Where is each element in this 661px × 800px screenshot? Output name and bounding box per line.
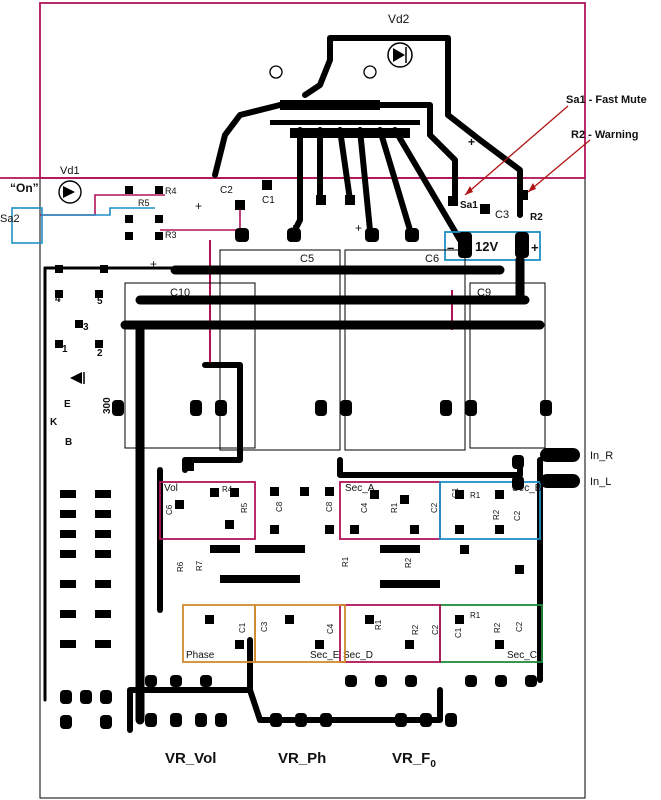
section-e: Sec_E	[310, 650, 340, 661]
plus-c3: +	[468, 135, 475, 149]
a-r1: R1	[390, 502, 399, 513]
section-boxes: Vol Sec_A Sec_B Sec_C Sec_D Sec_E Phase	[159, 481, 543, 663]
top-left-pads: + +	[235, 180, 419, 242]
power-bus-thin	[43, 266, 177, 702]
b-c1: C1	[451, 487, 460, 498]
b-r1: R1	[470, 491, 481, 500]
c8-b: C8	[325, 501, 334, 512]
c5-label: C5	[300, 253, 314, 265]
vr-ph-label: VR_Ph	[278, 750, 326, 767]
e-c4: C4	[326, 623, 335, 634]
a-c2: C2	[430, 502, 439, 513]
vd2-diode: Vd2	[269, 12, 413, 79]
num-2: 2	[97, 348, 103, 359]
top-traces	[212, 35, 523, 243]
a-r2-lower: R2	[404, 557, 413, 568]
section-b: Sec_B	[512, 483, 542, 494]
r4-label: R4	[165, 186, 177, 196]
label-k: K	[50, 417, 58, 428]
section-vol: Vol	[164, 483, 178, 494]
a-r1-lower: R1	[341, 556, 350, 567]
section-d: Sec_D	[343, 650, 373, 661]
d-r2: R2	[411, 624, 420, 635]
sa2-switch: Sa2	[0, 207, 155, 244]
num-3: 3	[83, 322, 89, 333]
sa1-label: Sa1	[460, 200, 478, 211]
num-1: 1	[62, 344, 68, 355]
in-l-label: In_L	[590, 476, 611, 488]
section-part-labels: R4 R5 C6 R6 R7 C8 C8 C4 R1 C2 C1 R1 R2 C…	[165, 485, 524, 638]
left-side-parts: 4 5 3 1 2 E K B 300	[50, 265, 113, 448]
r5-label: R5	[138, 198, 150, 208]
d-r1: R1	[374, 619, 383, 630]
plus-c5: +	[355, 221, 362, 235]
vd1-area: Vd1 “On”	[10, 165, 82, 204]
num-5: 5	[97, 296, 103, 307]
num-4: 4	[55, 294, 61, 305]
b-c2: C2	[513, 510, 522, 521]
pot-pads	[145, 713, 457, 727]
supply-12v: 12V – +	[444, 231, 541, 261]
e-c3: C3	[260, 621, 269, 632]
c10-label: C10	[170, 287, 190, 299]
phase-c1: C1	[238, 622, 247, 633]
big-cap-pads	[112, 400, 552, 416]
label-b: B	[65, 437, 72, 448]
r2-note: R2 - Warning	[571, 129, 638, 141]
section-a: Sec_A	[345, 483, 375, 494]
c1-label: C1	[262, 195, 275, 206]
c2-label: C2	[220, 185, 233, 196]
vd1-label: Vd1	[60, 165, 80, 177]
num-300: 300	[102, 397, 113, 414]
top-ic-pads	[270, 100, 420, 138]
section-phase: Phase	[186, 650, 215, 661]
vr-vol-label: VR_Vol	[165, 750, 216, 767]
c-r2: R2	[493, 622, 502, 633]
r-group-top-left: R4 R5 R3 C2 C1 +	[125, 185, 275, 240]
c8-a: C8	[275, 501, 284, 512]
supply-plus: +	[531, 240, 539, 255]
vol-r5: R5	[240, 502, 249, 513]
plus-c2: +	[195, 199, 202, 213]
label-e: E	[64, 399, 71, 410]
annotation-arrows: Sa1 - Fast Mute R2 - Warning	[464, 94, 647, 196]
vr-f0-label: VR_F0	[392, 750, 436, 770]
vol-r4: R4	[222, 485, 233, 494]
big-capacitors: C5 C6 C10 C9 +	[124, 249, 546, 451]
c-r1: R1	[470, 611, 481, 620]
middle-traces	[127, 362, 543, 733]
vol-r6: R6	[176, 561, 185, 572]
c9-label: C9	[477, 287, 491, 299]
sa2-label: Sa2	[0, 213, 20, 225]
c-c1: C1	[454, 627, 463, 638]
plus-c1: +	[290, 221, 297, 235]
power-bus	[120, 255, 545, 725]
section-c: Sec_C	[507, 650, 537, 661]
supply-minus: –	[447, 240, 454, 255]
in-r-label: In_R	[590, 450, 613, 462]
input-connectors: In_R In_L	[512, 448, 613, 490]
vd2-label: Vd2	[388, 12, 410, 26]
supply-label: 12V	[475, 239, 498, 254]
b-r2: R2	[492, 509, 501, 520]
left-dip-ic	[60, 490, 112, 729]
plus-bus: +	[150, 257, 157, 271]
vol-r7: R7	[195, 560, 204, 571]
c6-label: C6	[425, 253, 439, 265]
section-pads	[145, 462, 537, 687]
magenta-top-region	[0, 2, 586, 365]
c3-label: C3	[495, 209, 509, 221]
r2-top-label: R2	[530, 212, 543, 223]
vol-c6: C6	[165, 504, 174, 515]
on-label: “On”	[10, 181, 39, 195]
a-c4: C4	[360, 502, 369, 513]
sa1-note: Sa1 - Fast Mute	[566, 94, 647, 106]
sa1-c3-r2-group: Sa1 C3 R2 +	[448, 135, 543, 223]
r3-label: R3	[165, 230, 177, 240]
pot-labels: VR_Vol VR_Ph VR_F0	[165, 750, 436, 770]
d-c2: C2	[431, 624, 440, 635]
c-c2: C2	[515, 621, 524, 632]
